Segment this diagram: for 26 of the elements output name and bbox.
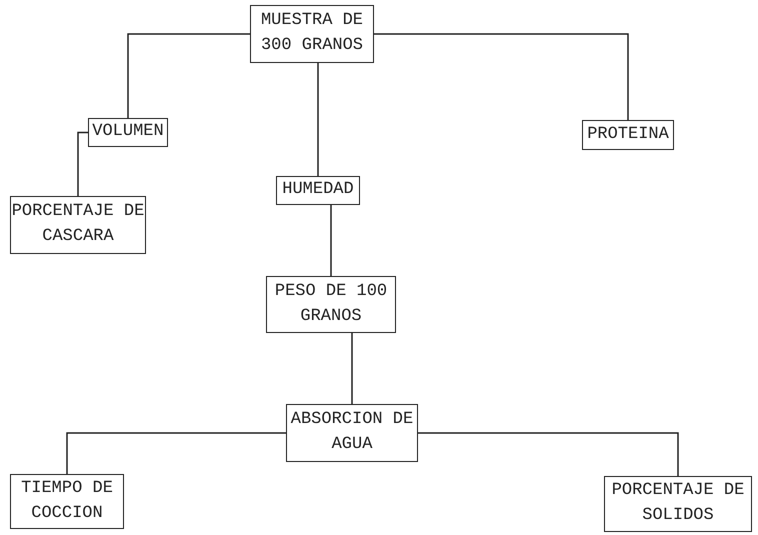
process-box (10, 196, 146, 254)
box-label: MUESTRA DE 300 GRANOS (260, 10, 364, 57)
box-label: PORCENTAJE DE SOLIDOS (610, 480, 746, 527)
process-box (88, 118, 168, 147)
connector-line (351, 333, 353, 404)
connector-line (66, 432, 286, 474)
process-box (266, 276, 396, 333)
box-label: ABSORCION DE AGUA (290, 409, 414, 456)
process-box (276, 176, 360, 205)
connector-line (317, 63, 319, 176)
connector-line (418, 432, 679, 476)
process-box (10, 474, 124, 529)
process-box (250, 5, 374, 63)
box-label: HUMEDAD (282, 179, 354, 202)
connector-line (374, 33, 629, 120)
box-label: PROTEINA (587, 124, 669, 146)
process-box (582, 120, 674, 150)
connector-line (330, 205, 332, 276)
connector-line (77, 132, 88, 196)
box-label: TIEMPO DE COCCION (20, 478, 114, 524)
box-label: PORCENTAJE DE CASCARA (11, 201, 145, 248)
connector-line (127, 33, 250, 118)
process-box (286, 404, 418, 462)
process-box (604, 476, 752, 532)
box-label: PESO DE 100 GRANOS (274, 280, 388, 328)
box-label: VOLUMEN (92, 121, 164, 144)
